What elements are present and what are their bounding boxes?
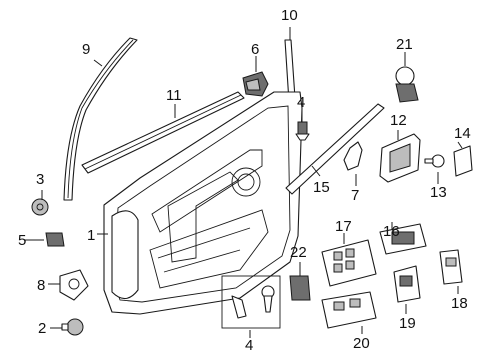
part-22-connector	[289, 275, 311, 301]
callout-6: 6	[251, 41, 260, 58]
callout-4-lower: 4	[245, 337, 254, 354]
part-9-weatherstrip	[63, 37, 138, 201]
callout-3: 3	[36, 171, 45, 188]
part-4-bolt	[295, 121, 310, 141]
part-11-belt-molding	[81, 91, 245, 174]
part-21-clip	[395, 66, 419, 103]
callout-14: 14	[454, 125, 471, 142]
leader-lines	[24, 27, 463, 338]
part-19-switch	[393, 265, 421, 303]
part-4-screw-set	[221, 275, 281, 329]
callout-18: 18	[451, 295, 468, 312]
callout-4-upper: 4	[297, 94, 306, 111]
part-3-grommet	[31, 198, 49, 216]
callout-5: 5	[18, 232, 27, 249]
callout-12: 12	[390, 112, 407, 129]
callout-2: 2	[38, 320, 47, 337]
callout-7: 7	[351, 187, 360, 204]
callout-11: 11	[166, 87, 182, 104]
part-13-screw	[424, 154, 445, 168]
callout-22: 22	[290, 244, 307, 261]
part-14-cover	[453, 145, 473, 177]
part-15-trim-strip	[285, 103, 385, 195]
callout-1: 1	[87, 227, 96, 244]
part-2-fastener	[61, 318, 84, 336]
part-12-handle-bezel	[379, 133, 421, 183]
part-7-lever	[343, 141, 363, 171]
callout-16: 16	[383, 223, 400, 240]
part-1-door-trim-panel	[103, 91, 303, 315]
callout-15: 15	[313, 179, 330, 196]
callout-10: 10	[281, 7, 298, 24]
callout-20: 20	[353, 335, 370, 352]
part-16-switch	[379, 223, 427, 255]
part-5-clip	[45, 232, 65, 247]
callout-8: 8	[37, 277, 46, 294]
callout-19: 19	[399, 315, 416, 332]
callout-9: 9	[82, 41, 91, 58]
callout-21: 21	[396, 36, 413, 53]
part-8-bracket	[59, 269, 89, 301]
callout-17: 17	[335, 218, 352, 235]
part-18-switch	[439, 249, 463, 285]
part-17-window-switch	[321, 239, 377, 287]
part-20-switch-housing	[321, 291, 377, 329]
callout-13: 13	[430, 184, 447, 201]
part-6-bracket	[242, 71, 269, 97]
